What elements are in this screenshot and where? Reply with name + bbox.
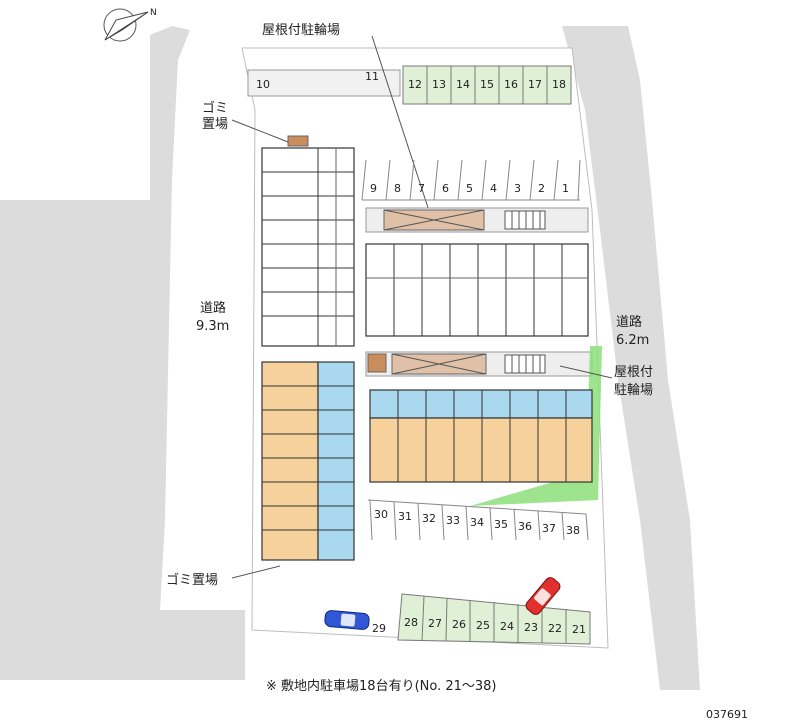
covered-bike-label-right-2: 駐輪場 bbox=[614, 382, 653, 398]
top-left-strip bbox=[247, 69, 401, 97]
parking-10: 10 bbox=[256, 78, 270, 91]
parking-13: 13 bbox=[432, 78, 446, 91]
covered-bike-label-right-1: 屋根付 bbox=[614, 365, 653, 380]
ref-code: 037691 bbox=[706, 708, 748, 721]
leader-line-garbage-top bbox=[231, 119, 289, 143]
parking-22: 22 bbox=[548, 622, 562, 635]
parking-24: 24 bbox=[500, 620, 514, 633]
parking-30: 30 bbox=[374, 508, 388, 521]
parking-21: 21 bbox=[572, 623, 586, 636]
parking-16: 16 bbox=[504, 78, 518, 91]
compass-icon: N bbox=[103, 8, 157, 42]
road-right bbox=[562, 26, 700, 690]
parking-35: 35 bbox=[494, 518, 508, 531]
parking-29: 29 bbox=[372, 622, 386, 635]
building-right-lower bbox=[369, 389, 593, 483]
road-right-label-1: 道路 bbox=[616, 314, 642, 330]
road-right-label-2: 6.2m bbox=[616, 333, 649, 348]
parking-17: 17 bbox=[528, 78, 542, 91]
building-right-upper bbox=[365, 243, 589, 337]
parking-25: 25 bbox=[476, 619, 490, 632]
parking-38: 38 bbox=[566, 524, 580, 537]
middle-parking bbox=[361, 159, 581, 201]
parking-28: 28 bbox=[404, 616, 418, 629]
covered-bike-deck-upper bbox=[365, 207, 589, 233]
garbage-label-top-1: ゴミ bbox=[202, 100, 228, 116]
road-left bbox=[0, 26, 245, 680]
parking-11: 11 bbox=[365, 70, 379, 83]
parking-18: 18 bbox=[552, 78, 566, 91]
road-left-label-2: 9.3m bbox=[196, 319, 229, 334]
parking-9: 9 bbox=[370, 182, 377, 195]
parking-1: 1 bbox=[562, 182, 569, 195]
garbage-box-top bbox=[287, 135, 309, 147]
building-left-lower bbox=[261, 361, 355, 561]
parking-26: 26 bbox=[452, 618, 466, 631]
garbage-label-bottom: ゴミ置場 bbox=[166, 572, 218, 588]
parking-27: 27 bbox=[428, 617, 442, 630]
parking-14: 14 bbox=[456, 78, 470, 91]
parking-33: 33 bbox=[446, 514, 460, 527]
parking-32: 32 bbox=[422, 512, 436, 525]
parking-5: 5 bbox=[466, 182, 473, 195]
parking-36: 36 bbox=[518, 520, 532, 533]
covered-bike-label-top: 屋根付駐輪場 bbox=[262, 22, 340, 38]
covered-bike-deck-lower bbox=[365, 351, 593, 377]
blue-car-icon bbox=[324, 610, 370, 630]
parking-8: 8 bbox=[394, 182, 401, 195]
garbage-label-top-2: 置場 bbox=[202, 117, 228, 132]
parking-2: 2 bbox=[538, 182, 545, 195]
parking-4: 4 bbox=[490, 182, 497, 195]
leader-line-right bbox=[559, 365, 613, 379]
compass-letter: N bbox=[150, 8, 157, 18]
parking-12: 12 bbox=[408, 78, 422, 91]
parking-34: 34 bbox=[470, 516, 484, 529]
parking-6: 6 bbox=[442, 182, 449, 195]
footer-note: ※ 敷地内駐車場18台有り(No. 21～38) bbox=[266, 678, 497, 694]
parking-37: 37 bbox=[542, 522, 556, 535]
parking-23: 23 bbox=[524, 621, 538, 634]
road-left-label-1: 道路 bbox=[200, 300, 226, 316]
green-area bbox=[470, 346, 602, 506]
red-car-icon bbox=[525, 577, 561, 615]
top-green-parking bbox=[402, 65, 572, 105]
parking-3: 3 bbox=[514, 182, 521, 195]
leader-line-top bbox=[371, 35, 433, 221]
leader-line-garbage-bottom bbox=[231, 565, 281, 579]
lower-parking bbox=[367, 499, 589, 541]
parking-15: 15 bbox=[480, 78, 494, 91]
building-left-upper bbox=[261, 147, 355, 347]
parking-31: 31 bbox=[398, 510, 412, 523]
parking-7: 7 bbox=[418, 182, 425, 195]
